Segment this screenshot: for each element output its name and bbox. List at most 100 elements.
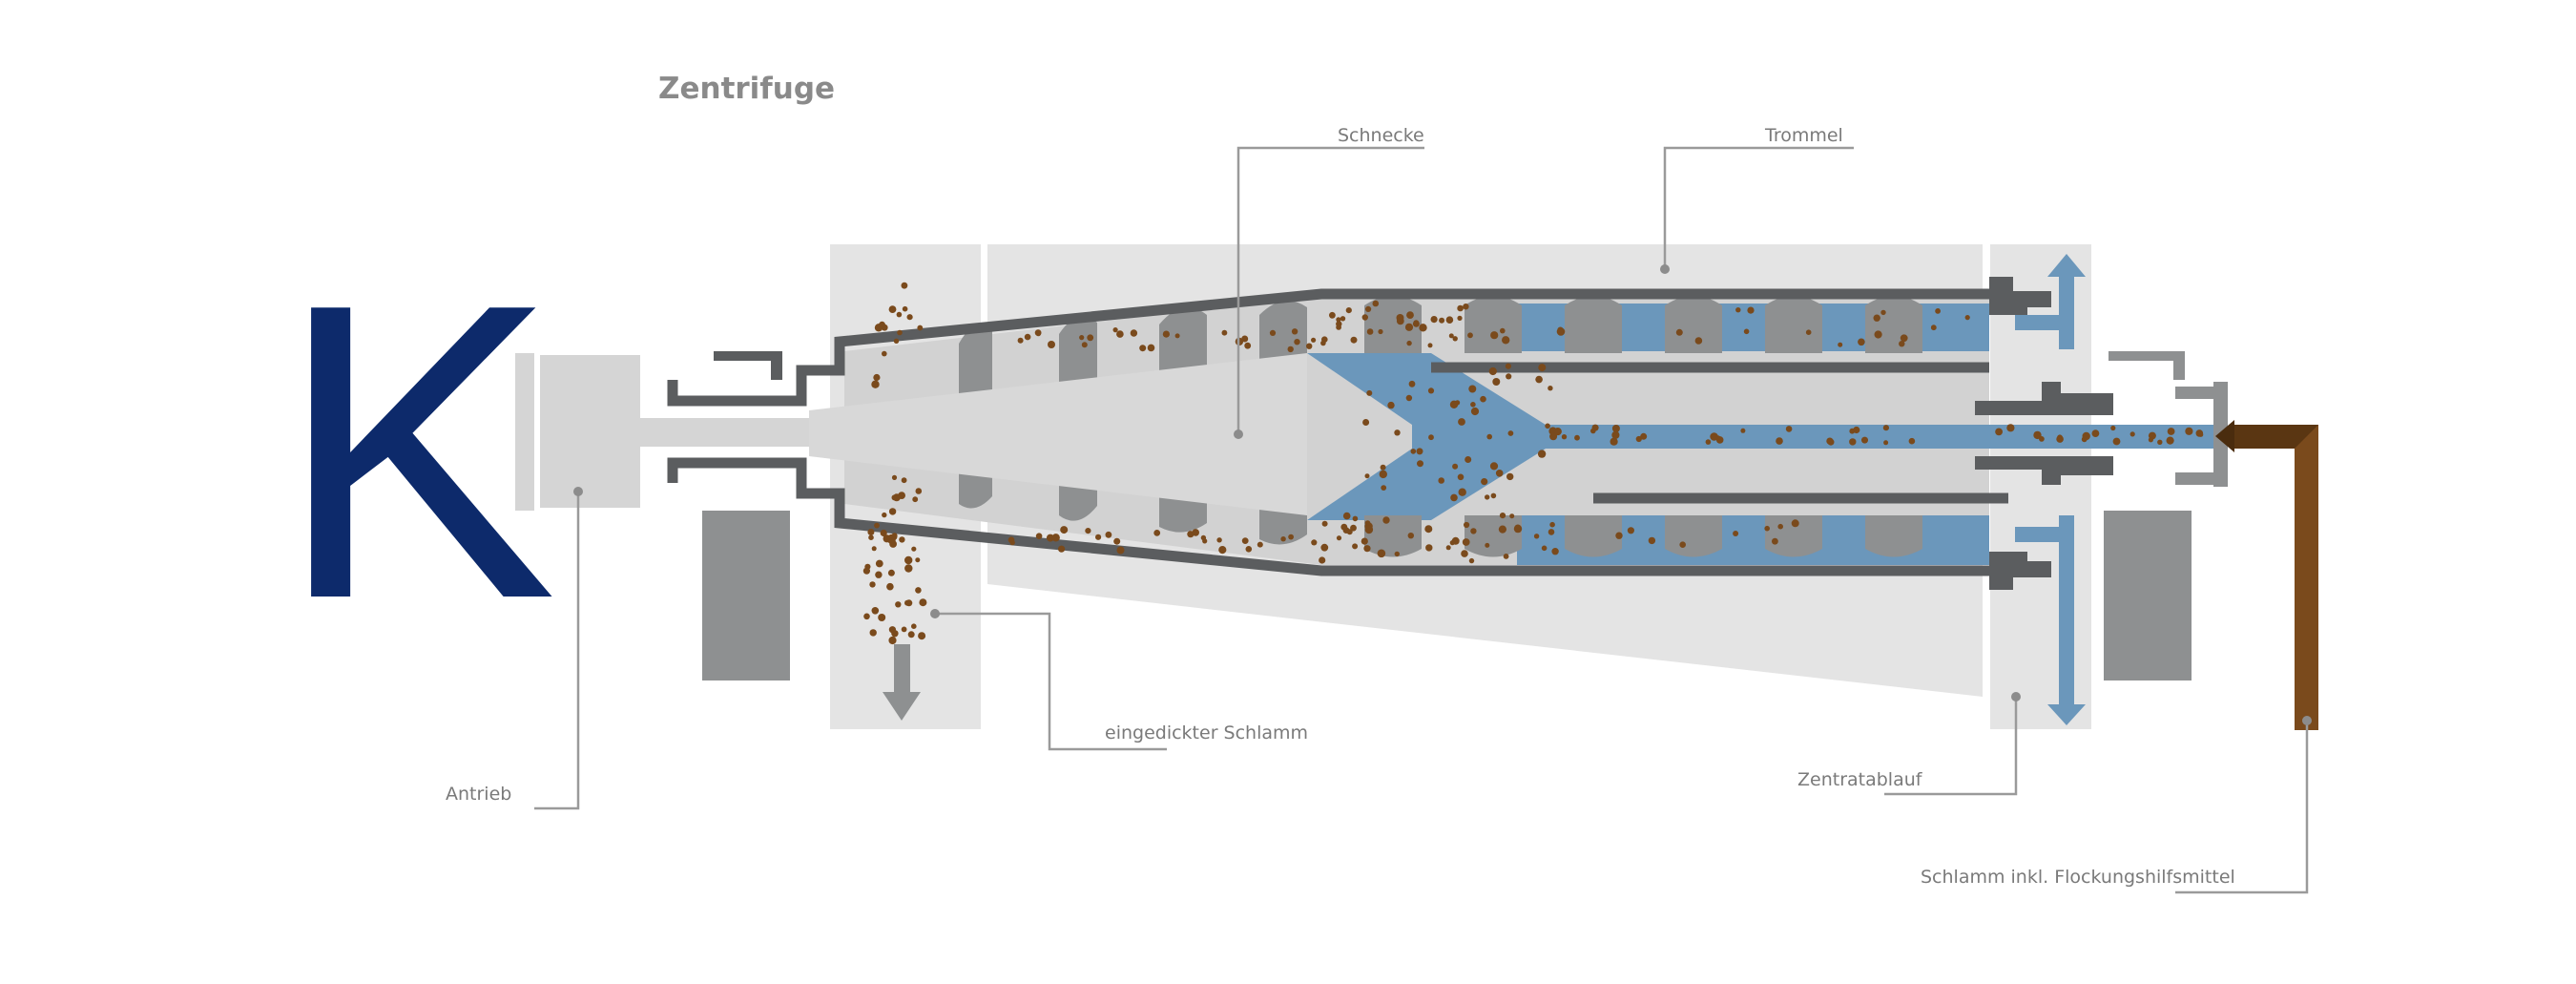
- sludge-particle: [915, 587, 922, 594]
- sludge-particle: [1319, 556, 1326, 564]
- sludge-particle: [1244, 342, 1252, 349]
- bearing-block-left: [702, 351, 790, 680]
- sludge-particle: [1416, 448, 1423, 455]
- sludge-particle: [1017, 337, 1024, 344]
- sludge-particle: [915, 488, 923, 494]
- label-trommel: Trommel: [1764, 125, 1843, 146]
- sludge-particle: [887, 569, 895, 576]
- sludge-particle: [888, 305, 897, 313]
- sludge-particle: [1533, 534, 1540, 539]
- sludge-particle: [1827, 438, 1835, 446]
- sludge-particle: [1485, 542, 1490, 548]
- sludge-particle: [1791, 519, 1799, 528]
- sludge-particle: [1387, 401, 1395, 409]
- sludge-particle: [1500, 327, 1506, 334]
- sludge-particle: [1085, 528, 1091, 534]
- sludge-particle: [891, 630, 899, 638]
- sludge-particle: [1321, 336, 1328, 344]
- sludge-particle: [1457, 304, 1464, 312]
- sludge-particle: [1364, 473, 1370, 479]
- sludge-particle: [1404, 323, 1414, 331]
- centrate-outlet-arrows: [2015, 254, 2086, 725]
- sludge-particle: [1427, 343, 1433, 348]
- sludge-particle: [2110, 425, 2116, 431]
- sludge-particle: [882, 512, 887, 518]
- sludge-particle: [1489, 462, 1499, 471]
- bearing-block-right: [2104, 351, 2192, 680]
- sludge-particle: [904, 599, 910, 606]
- sludge-particle: [1382, 516, 1390, 524]
- sludge-particle: [1445, 316, 1454, 325]
- sludge-particle: [887, 534, 896, 543]
- drive-motor: [515, 353, 831, 511]
- sludge-particle: [862, 567, 871, 575]
- sludge-particle: [886, 582, 894, 591]
- sludge-particle: [1350, 524, 1357, 532]
- sludge-particle: [888, 636, 897, 645]
- sludge-particle: [1853, 426, 1860, 434]
- sludge-particle: [1381, 485, 1387, 491]
- sludge-particle: [1035, 533, 1043, 539]
- sludge-particle: [1425, 544, 1433, 552]
- sludge-particle: [868, 534, 874, 540]
- sludge-particle: [1452, 463, 1459, 470]
- sludge-particle: [1336, 535, 1342, 541]
- sludge-particle: [1747, 306, 1755, 314]
- sludge-particle: [1611, 430, 1620, 439]
- sludge-particle: [1648, 536, 1656, 545]
- sludge-particle: [1503, 554, 1509, 559]
- sludge-particle: [1561, 434, 1568, 440]
- sludge-particle: [1363, 545, 1371, 553]
- sludge-particle: [875, 559, 883, 568]
- sludge-particle: [1930, 325, 1937, 331]
- sludge-particle: [1507, 430, 1514, 436]
- sludge-particle: [1611, 425, 1620, 432]
- sludge-particle: [2112, 437, 2121, 446]
- outlet-flanges: [1975, 277, 2113, 590]
- sludge-particle: [1202, 538, 1208, 544]
- sludge-particle: [1407, 533, 1415, 539]
- sludge-particle: [1427, 387, 1435, 394]
- sludge-particle: [1480, 395, 1486, 403]
- logo-letter: K: [277, 218, 556, 686]
- sludge-particle: [1548, 386, 1553, 391]
- sludge-particle: [871, 380, 880, 388]
- sludge-particle: [1908, 437, 1916, 445]
- sludge-particle: [1764, 525, 1770, 532]
- label-schnecke: Schnecke: [1338, 125, 1424, 146]
- sludge-particle: [1610, 437, 1618, 446]
- sludge-particle: [915, 557, 921, 563]
- sludge-particle: [1705, 439, 1712, 445]
- sludge-particle: [1130, 329, 1138, 337]
- sludge-particle: [1805, 329, 1812, 336]
- sludge-particle: [1449, 540, 1455, 546]
- sludge-particle: [1396, 317, 1404, 325]
- sludge-particle: [1245, 546, 1253, 553]
- sludge-particle: [902, 305, 908, 312]
- sludge-particle: [1470, 407, 1480, 416]
- sludge-particle: [1345, 307, 1352, 314]
- sludge-particle: [1430, 316, 1438, 324]
- sludge-particle: [1457, 315, 1463, 321]
- sludge-particle: [880, 529, 887, 537]
- sludge-particle: [911, 546, 917, 552]
- sludge-particle: [1116, 546, 1125, 555]
- sludge-particle: [1590, 428, 1596, 434]
- sludge-particle: [906, 314, 913, 321]
- sludge-particle: [1060, 526, 1069, 534]
- sludge-particle: [1509, 513, 1515, 519]
- sludge-particle: [1378, 328, 1383, 335]
- sludge-particle: [1549, 432, 1558, 441]
- sludge-particle: [879, 321, 885, 328]
- sludge-particle: [1900, 334, 1908, 343]
- sludge-particle: [1468, 385, 1477, 393]
- sludge-particle: [1048, 341, 1055, 348]
- sludge-particle: [1463, 304, 1469, 310]
- sludge-particle: [2166, 436, 2174, 445]
- sludge-particle: [1743, 328, 1750, 335]
- sludge-particle: [873, 373, 881, 382]
- sludge-particle: [871, 546, 877, 552]
- sludge-particle: [1321, 520, 1328, 527]
- sludge-particle: [1964, 315, 1970, 321]
- sludge-particle: [1502, 336, 1510, 345]
